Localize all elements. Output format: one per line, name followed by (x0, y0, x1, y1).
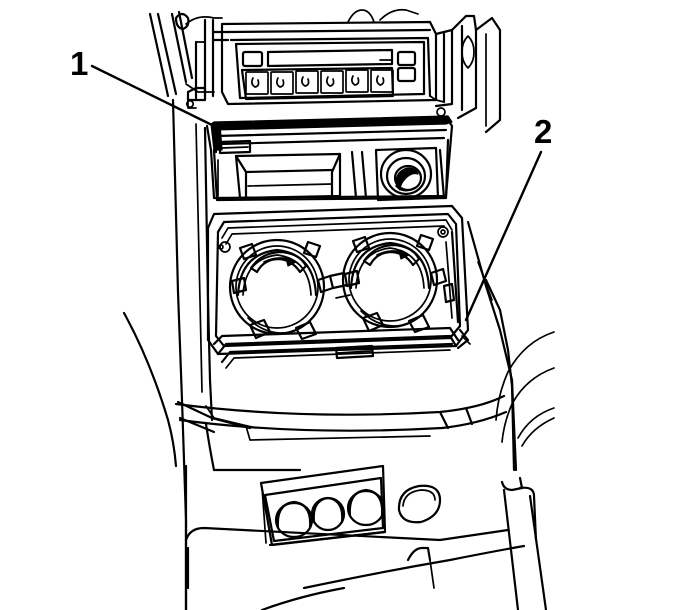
rear-floor-structure (184, 526, 526, 610)
callout-1: 1 (70, 45, 216, 128)
console-body (122, 98, 257, 610)
preset-button[interactable] (270, 71, 294, 95)
callout-1-leader (90, 64, 216, 128)
callout-2-label: 2 (534, 113, 552, 150)
storage-pocket[interactable] (234, 152, 342, 200)
callout-1-label: 1 (70, 45, 88, 82)
radio-head-unit[interactable] (220, 8, 438, 106)
rear-vent-knobs[interactable] (274, 488, 386, 539)
console-trim-plate[interactable] (205, 115, 454, 200)
power-outlet-socket[interactable] (374, 146, 440, 202)
callout-2: 2 (464, 113, 552, 322)
preset-button[interactable] (320, 70, 344, 94)
callout-2-leader (464, 150, 543, 322)
rear-oval-outlet[interactable] (397, 484, 442, 524)
preset-button[interactable] (345, 69, 369, 93)
console-side-panel[interactable] (466, 220, 555, 610)
cup-holder-latch[interactable] (334, 344, 375, 360)
preset-button[interactable] (295, 70, 319, 94)
cup-holder-tray[interactable] (206, 204, 471, 369)
cup-well-right[interactable] (341, 231, 448, 334)
preset-button[interactable] (370, 69, 394, 93)
dash-upper-structure (148, 10, 230, 109)
rear-control-panel[interactable] (259, 464, 442, 547)
storage-compartment-area (212, 138, 450, 202)
dash-right-trim (429, 14, 502, 134)
radio-display-panel (234, 40, 426, 100)
cup-well-left[interactable] (228, 238, 335, 341)
radio-preset-button-row[interactable] (240, 66, 395, 101)
preset-button[interactable] (245, 71, 269, 95)
rear-console-lid[interactable] (174, 394, 508, 472)
